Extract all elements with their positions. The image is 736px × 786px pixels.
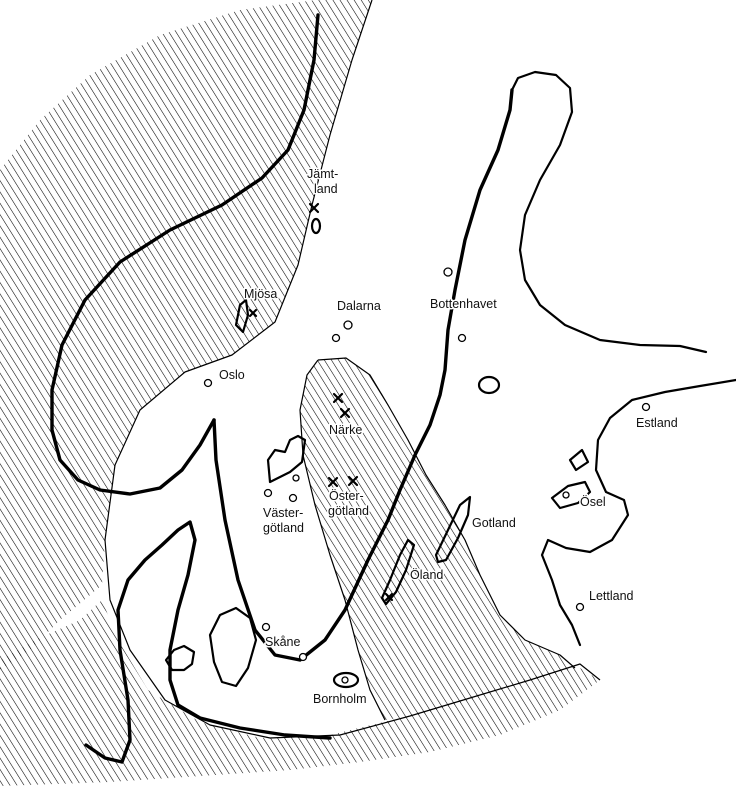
outer-boundary-line	[104, 0, 601, 739]
xmark-oland	[384, 592, 394, 602]
bornholm-island	[332, 671, 360, 689]
label-vastergotland-2: götland	[263, 521, 304, 535]
label-narke: Närke	[329, 423, 362, 437]
ice-margin-line-central	[212, 88, 514, 662]
jamtland-lake	[310, 217, 322, 235]
hatched-region-northwest	[0, 0, 372, 670]
site-lettland	[575, 602, 585, 612]
label-bottenhavet: Bottenhavet	[430, 297, 497, 311]
site-vastergotland-2	[288, 493, 298, 503]
xmark-jamtland	[308, 202, 320, 214]
gotland-island	[434, 495, 472, 564]
bothnia-coast	[510, 70, 708, 354]
site-dalarna-2	[331, 333, 341, 343]
label-osel: Ösel	[580, 495, 606, 509]
ice-margin-line-north	[50, 13, 320, 496]
label-mjosa: Mjösa	[244, 287, 277, 301]
oland-island	[380, 538, 416, 606]
central-region-outline	[317, 357, 576, 669]
site-bottenhavet-1	[443, 267, 453, 277]
skane-lake-west	[164, 644, 196, 672]
osel-island	[550, 480, 592, 510]
east-baltic-coast	[540, 378, 736, 647]
xmark-ostergotland-2	[347, 475, 359, 487]
label-jamtland-2: land	[314, 182, 338, 196]
site-bottenhavet-2	[457, 333, 467, 343]
site-skane-2	[298, 652, 308, 662]
ice-margin-line-south	[84, 520, 332, 764]
bothnia-islet	[477, 375, 501, 395]
mjosa-lake	[234, 298, 250, 334]
site-osel	[562, 491, 570, 499]
label-oslo: Oslo	[219, 368, 245, 382]
site-vanern-east	[292, 474, 300, 482]
label-ostergotland-1: Öster-	[329, 489, 364, 503]
label-bornholm: Bornholm	[313, 692, 367, 706]
label-jamtland-1: Jämt-	[307, 167, 338, 181]
skane-lake-east	[208, 606, 258, 688]
label-gotland: Gotland	[472, 516, 516, 530]
site-skane-1	[261, 622, 271, 632]
label-oland: Öland	[410, 568, 443, 582]
xmark-mjosa	[248, 308, 258, 318]
label-dalarna: Dalarna	[337, 299, 381, 313]
hatched-region-southwest	[0, 600, 600, 786]
xmark-ostergotland-1	[327, 476, 339, 488]
label-ostergotland-2: götland	[328, 504, 369, 518]
label-vastergotland-1: Väster-	[263, 506, 303, 520]
label-estland: Estland	[636, 416, 678, 430]
xmark-narke-1	[332, 392, 344, 404]
label-skane: Skåne	[265, 635, 300, 649]
vanern-lake	[266, 434, 307, 484]
hatched-region-central	[300, 358, 575, 720]
site-estland	[641, 402, 651, 412]
site-vastergotland-1	[263, 488, 273, 498]
site-oslo	[203, 378, 213, 388]
label-lettland: Lettland	[589, 589, 634, 603]
osel-island-north	[568, 448, 590, 472]
xmark-narke-2	[339, 407, 351, 419]
site-dalarna-1	[343, 320, 353, 330]
bornholm-site	[341, 676, 349, 684]
central-region-outline-west	[299, 359, 386, 721]
